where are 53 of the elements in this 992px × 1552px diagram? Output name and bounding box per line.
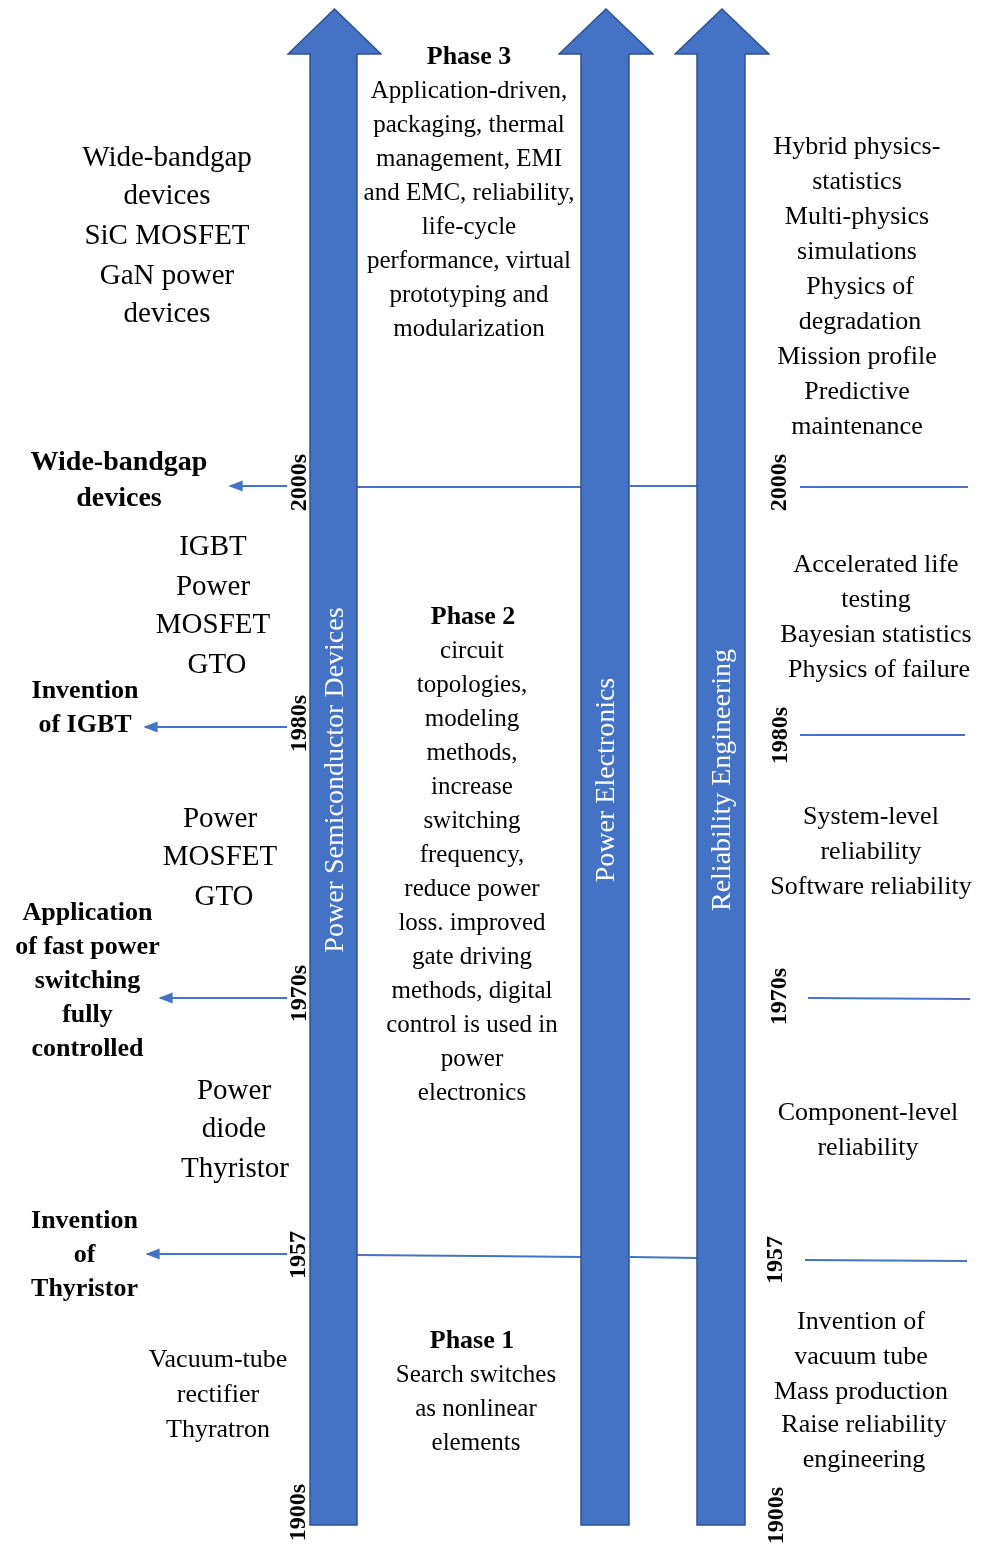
- year-label: 1957: [762, 1236, 786, 1284]
- description-text: Software reliability: [769, 870, 973, 902]
- description-text: Invention of vacuum tube: [793, 1305, 929, 1372]
- description-text: GTO: [193, 878, 255, 913]
- description-text: circuit topologies, modeling methods, increase switching frequency, reduce power loss. improved gate driving methods, digital control is used in power electronics: [386, 635, 558, 1107]
- arrow-title: Reliability Engineering: [706, 648, 736, 912]
- description-text: Accelerated life testing: [792, 548, 960, 615]
- description-text: Search switches as nonlinear elements: [394, 1359, 558, 1457]
- arrow: [145, 1248, 288, 1260]
- description-text: System-level reliability: [802, 800, 940, 867]
- description-text: GTO: [186, 646, 248, 681]
- description-text: Component-level reliability: [776, 1096, 960, 1163]
- year-label: 1980s: [286, 694, 310, 752]
- milestone-text: Wide-bandgap devices: [8, 443, 230, 515]
- description-text: Thyristor: [180, 1150, 290, 1185]
- arrow: [143, 721, 288, 733]
- description-text: Power MOSFET: [154, 568, 272, 641]
- description-text: GaN power devices: [98, 257, 236, 330]
- year-label: 1900s: [285, 1483, 309, 1541]
- description-text: Application-driven, packaging, thermal management, EMI and EMC, reliability, life-cycle performance, virtual prototyping and modularization: [363, 75, 575, 343]
- description-text: Wide-bandgap devices: [81, 139, 253, 212]
- year-label: 1980s: [767, 706, 791, 764]
- description-text: Bayesian statistics: [779, 618, 973, 650]
- description-text: Physics of failure: [787, 653, 971, 685]
- arrow-title: Power Electronics: [590, 677, 620, 883]
- arrow: [228, 480, 288, 492]
- phase-heading: Phase 3: [425, 40, 513, 72]
- description-text: Multi-physics simulations: [783, 200, 931, 267]
- year-label: 1970s: [766, 967, 790, 1025]
- arrow-title: Power Semiconductor Devices: [318, 607, 349, 953]
- description-text: Thyratron: [165, 1413, 271, 1445]
- description-text: Mission profile: [776, 340, 938, 372]
- description-text: Mass production: [772, 1375, 949, 1407]
- milestone-text: Application of fast power switching fully controlled: [15, 895, 160, 1065]
- description-text: Raise reliability engineering: [780, 1408, 948, 1475]
- year-label: 1970s: [286, 964, 310, 1022]
- description-text: IGBT: [178, 528, 248, 563]
- description-text: Power diode: [195, 1072, 273, 1145]
- milestone-text: Invention of IGBT: [25, 673, 145, 741]
- description-text: Physics of degradation: [797, 270, 923, 337]
- description-text: SiC MOSFET: [83, 217, 251, 252]
- year-label: 2000s: [766, 453, 790, 511]
- arrow: [158, 992, 288, 1004]
- phase-heading: Phase 2: [429, 600, 517, 632]
- year-label: 1900s: [763, 1486, 787, 1544]
- year-label: 1957: [285, 1231, 309, 1279]
- milestone-text: Invention of Thyristor: [22, 1203, 147, 1305]
- description-text: Hybrid physics-statistics: [772, 130, 942, 197]
- year-label: 2000s: [286, 453, 310, 511]
- description-text: Power MOSFET: [161, 800, 279, 873]
- phase-heading: Phase 1: [428, 1324, 516, 1356]
- description-text: Vacuum-tube rectifier: [147, 1343, 289, 1410]
- description-text: Predictive maintenance: [790, 375, 924, 442]
